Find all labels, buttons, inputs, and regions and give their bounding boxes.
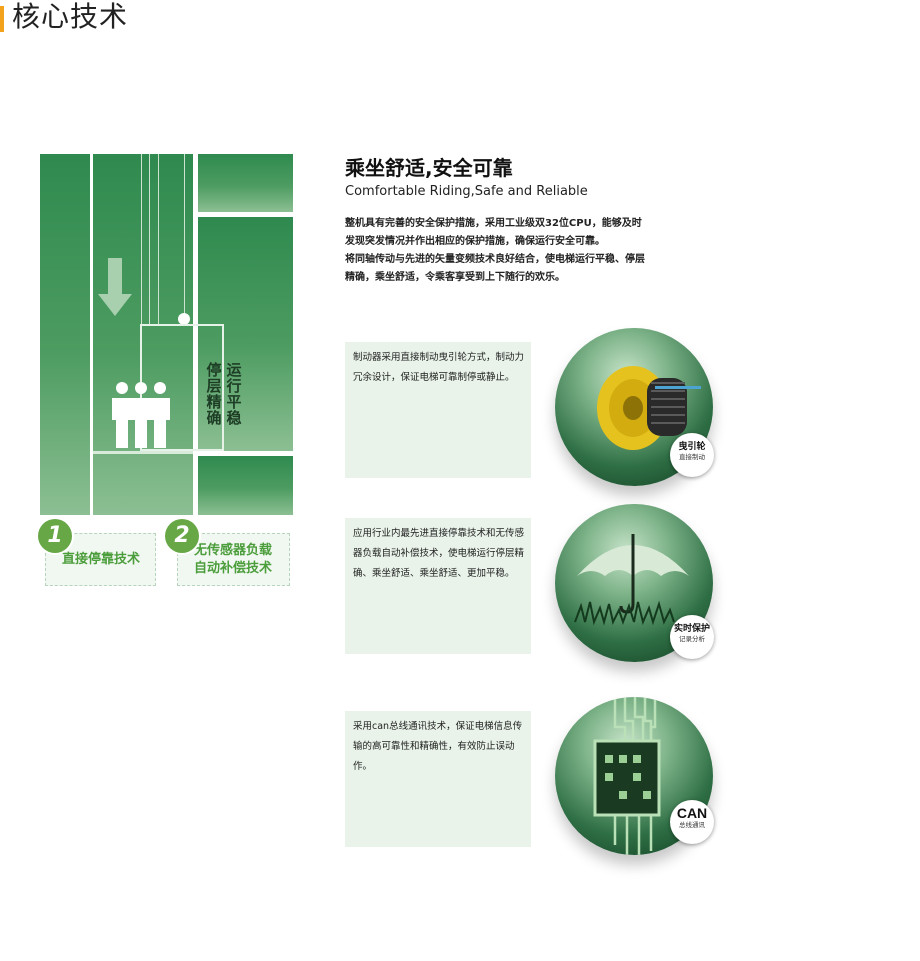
tag-traction-direct-brake: 曳引轮 直接制动 (670, 433, 714, 477)
feature-text: 制动器采用直接制动曳引轮方式，制动力冗余设计，保证电梯可靠制停或静止。 (353, 352, 525, 383)
feature-card-brake: 制动器采用直接制动曳引轮方式，制动力冗余设计，保证电梯可靠制停或静止。 (345, 342, 531, 478)
tech-number-1: 1 (38, 519, 72, 553)
passengers-icon (112, 382, 170, 448)
intro-line: 将同轴传动与先进的矢量变频技术良好结合，使电梯运行平稳、停层 (345, 254, 645, 265)
intro-line: 精确，乘坐舒适，令乘客享受到上下随行的欢乐。 (345, 272, 565, 283)
feature-text: 采用can总线通讯技术，保证电梯信息传输的高可靠性和精确性，有效防止误动作。 (353, 721, 523, 772)
page-title: 核心技术 (12, 0, 129, 33)
traction-wheel-icon (555, 328, 713, 486)
tech-badge-load-compensation: 无传感器负载 自动补偿技术 (177, 533, 290, 586)
elevator-text-precise: 停层精确 (206, 361, 222, 427)
cable (149, 154, 150, 324)
cable (184, 154, 185, 314)
elevator-text-smooth: 运行平稳 (226, 361, 242, 427)
section-title: 乘坐舒适,安全可靠 (345, 156, 513, 180)
section-subtitle: Comfortable Riding,Safe and Reliable (345, 184, 588, 199)
feature-card-can-bus: 采用can总线通讯技术，保证电梯信息传输的高可靠性和精确性，有效防止误动作。 (345, 711, 531, 847)
tech-badge-label: 直接停靠技术 (62, 552, 141, 567)
tech-number-2: 2 (165, 519, 199, 553)
elevator-panel (93, 154, 193, 515)
intro-line: 整机具有完善的安全保护措施，采用工业级双32位CPU，能够及时 (345, 218, 642, 229)
elevator-panel (198, 456, 293, 515)
tech-badge-label-line2: 自动补偿技术 (194, 561, 273, 576)
elevator-panel (198, 217, 293, 451)
feature-card-direct-stop: 应用行业内最先进直接停靠技术和无传感器负载自动补偿技术，使电梯运行停层精确、乘坐… (345, 518, 531, 654)
tag-can-bus: CAN 总线通讯 (670, 800, 714, 844)
feature-text: 应用行业内最先进直接停靠技术和无传感器负载自动补偿技术，使电梯运行停层精确、乘坐… (353, 528, 525, 579)
pulley-icon (178, 313, 190, 325)
elevator-illustration: 运行平稳 停层精确 (40, 154, 293, 515)
tech-badge-label-line1: 无传感器负载 (194, 543, 273, 558)
down-arrow-icon (98, 258, 132, 316)
elevator-panel (198, 154, 293, 212)
floor-line (93, 451, 193, 454)
elevator-panel (40, 154, 90, 515)
cable (158, 154, 159, 324)
intro-line: 发现突发情况并作出相应的保护措施，确保运行安全可靠。 (345, 236, 605, 247)
header-accent-bar (0, 6, 4, 32)
tag-realtime-protection: 实时保护 记录分析 (670, 615, 714, 659)
cable (141, 154, 142, 324)
tech-badge-direct-stop: 直接停靠技术 (45, 533, 156, 586)
